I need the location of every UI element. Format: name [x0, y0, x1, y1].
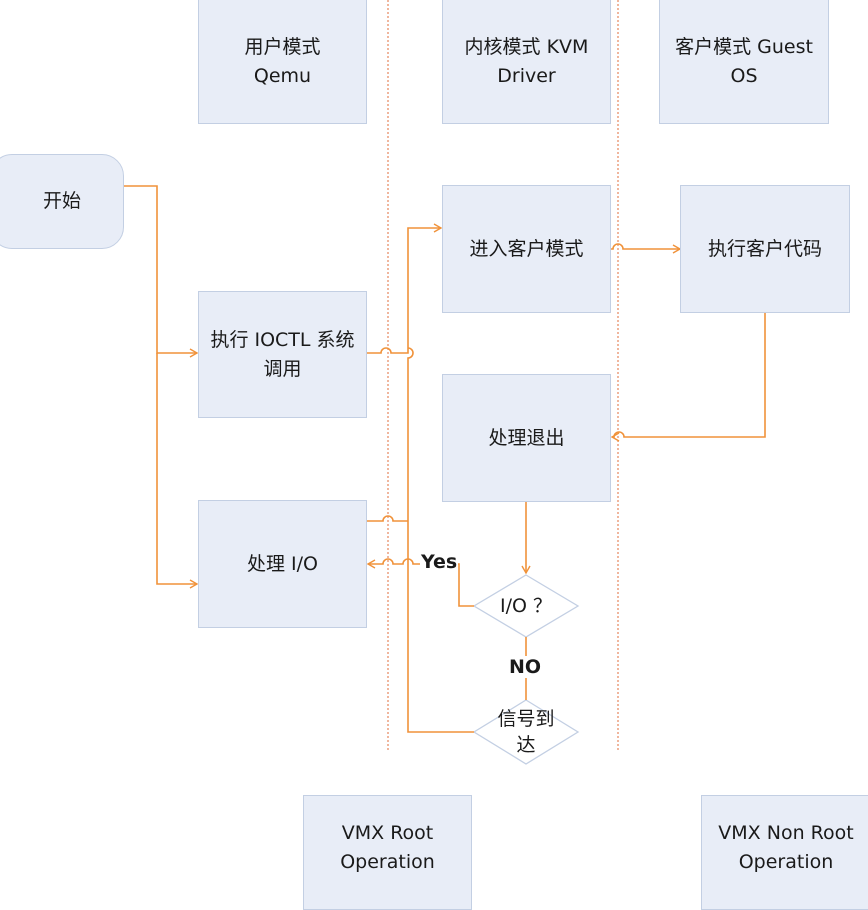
- arrow-io-yes-to-handle-io: [366, 558, 474, 607]
- lane-header-user: 用户模式 Qemu: [198, 0, 367, 124]
- handle-exit-node: 处理退出: [442, 374, 611, 502]
- arrow-run-guest-to-exit: [610, 313, 766, 442]
- arrow-enter-to-run-guest: [611, 243, 682, 254]
- footer-vmx-root: VMX Root Operation: [303, 795, 472, 910]
- arrow-handle-io-to-vertical: [367, 515, 408, 522]
- start-node: 开始: [0, 154, 124, 249]
- arrow-start-to-ioctl: [124, 185, 199, 358]
- run-guest-node: 执行客户代码: [680, 185, 850, 313]
- io-check-label: I/O ？: [500, 595, 552, 617]
- arrow-ioctl-to-enter-guest: [367, 223, 443, 354]
- arrow-signal-loop: [407, 347, 474, 733]
- ioctl-node: 执行 IOCTL 系统 调用: [198, 291, 367, 418]
- enter-guest-node: 进入客户模式: [442, 185, 611, 313]
- signal-label: 信号到 达: [497, 708, 555, 756]
- lane-header-kernel: 内核模式 KVM Driver: [442, 0, 611, 124]
- handle-io-node: 处理 I/O: [198, 500, 367, 628]
- lane-header-guest: 客户模式 Guest OS: [659, 0, 829, 124]
- edge-label-yes: Yes: [420, 551, 459, 573]
- edge-label-no: NO: [508, 656, 543, 678]
- signal-diamond: [472, 699, 580, 765]
- arrow-start-to-handle-io: [156, 353, 199, 589]
- footer-vmx-nonroot: VMX Non Root Operation: [701, 795, 868, 910]
